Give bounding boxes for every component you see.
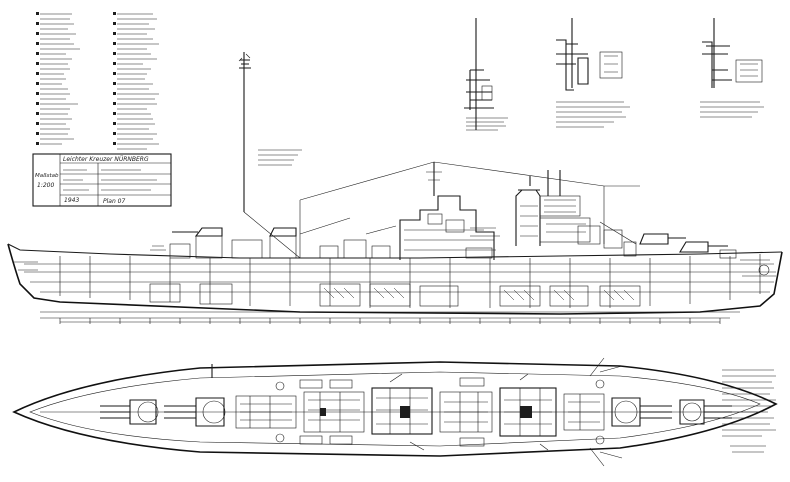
parts-legend-left-column [36,12,80,145]
detail-mast-section-3 [700,18,764,118]
plan-number: Plan 07 [103,198,125,205]
bridge-superstructure [399,195,500,260]
scale-value: 1:200 [37,182,54,189]
detail-foremast-sketch [238,52,302,212]
notes-panel [722,369,776,453]
title-ship-name: Leichter Kreuzer NÜRNBERG [63,156,149,163]
plan-aft-turret-x [611,397,672,427]
plan-view [12,357,778,467]
forward-turret-b [269,227,297,237]
forward-turret-a [172,227,223,237]
aft-turret-x [639,233,686,245]
plan-superstructure [235,373,605,451]
plan-forward-turret-b [164,397,226,427]
scale-label: Maßstab [35,173,59,179]
bow-details [14,261,38,271]
stern-details [740,259,776,277]
detail-mast-section-2 [556,18,630,128]
fore-mast [426,162,442,196]
plan-deck-fittings [275,377,605,447]
parts-legend-right-column [113,12,159,155]
side-elevation [7,161,783,324]
title-year: 1943 [64,197,79,204]
plan-forward-turret-a [100,399,159,425]
aft-turret-y [679,241,728,253]
frame-tick-marks [59,318,721,324]
title-block: Leichter Kreuzer NÜRNBERG Maßstab 1:200 … [32,153,172,207]
detail-mast-section-1 [464,18,508,131]
funnel [515,189,541,246]
main-mast-tower [529,170,623,249]
